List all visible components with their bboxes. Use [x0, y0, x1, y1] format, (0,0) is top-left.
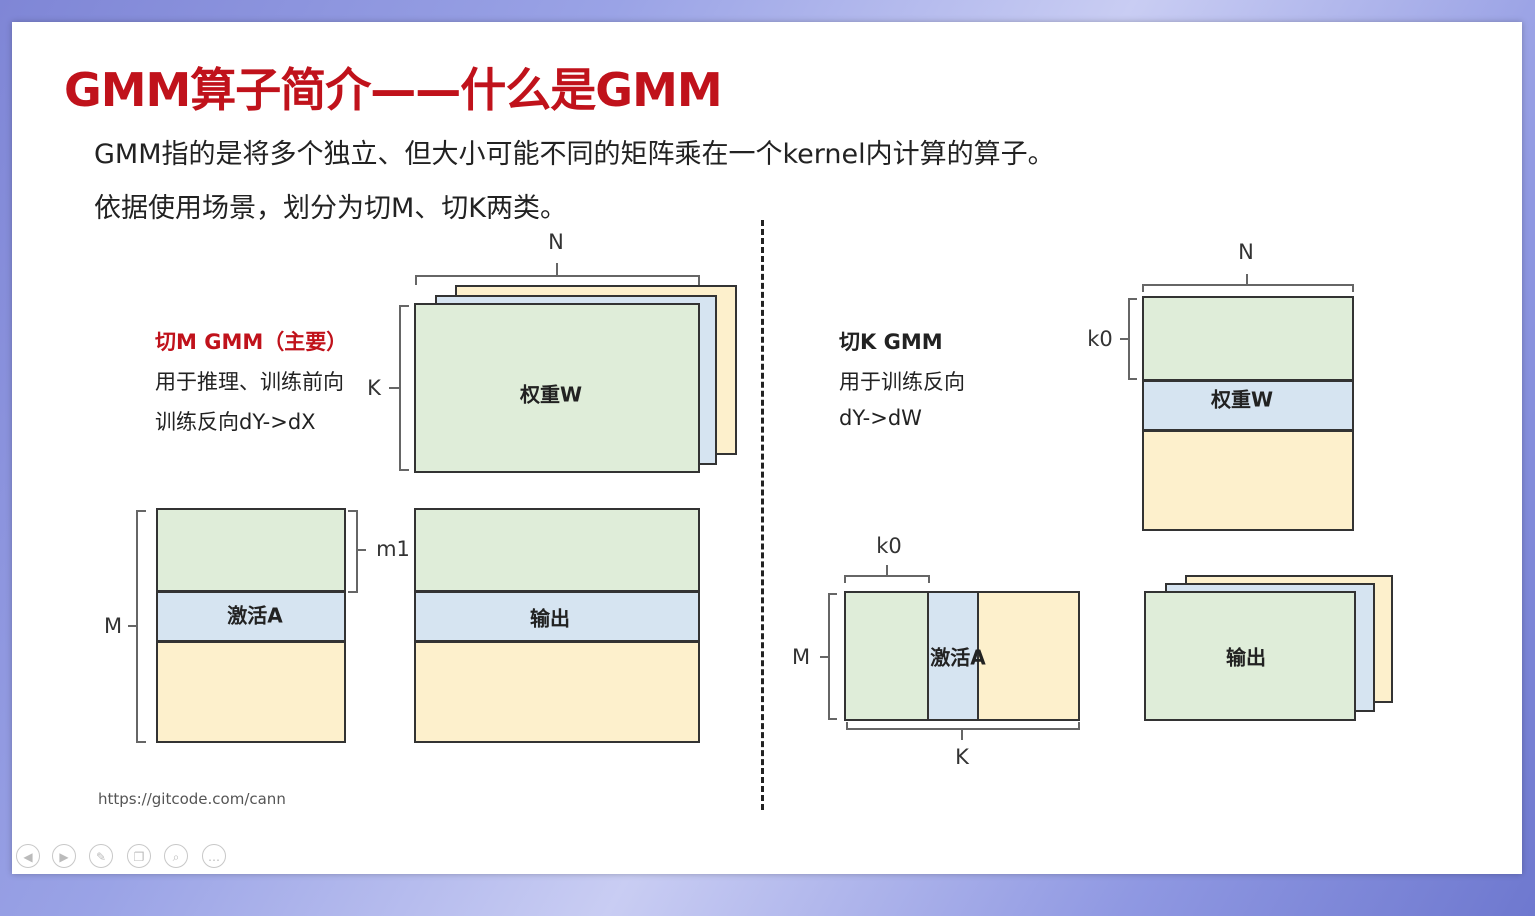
- k0-bracket-vertical-tick: [1120, 338, 1128, 340]
- axis-k0-top-label: k0: [1087, 327, 1113, 351]
- n-bracket-right-tick: [1246, 274, 1248, 284]
- output-block-1: [414, 508, 700, 592]
- activation-label-right: 激活A: [930, 645, 986, 670]
- axis-k-label: K: [367, 376, 381, 400]
- k-bracket-tick: [389, 387, 399, 389]
- weight-block-3-right: [1142, 430, 1354, 531]
- output-label: 输出: [530, 606, 570, 631]
- weight-label-right: 权重W: [1210, 387, 1274, 412]
- slide: GMM算子简介——什么是GMM GMM指的是将多个独立、但大小可能不同的矩阵乘在…: [12, 22, 1522, 874]
- k0-bracket-horizontal-tick: [886, 565, 888, 575]
- m1-bracket-tick: [358, 549, 366, 551]
- pen-icon[interactable]: ✎: [89, 844, 113, 868]
- activation-label: 激活A: [227, 603, 283, 628]
- k-bracket-right: [846, 722, 1080, 730]
- dashed-divider: [761, 220, 764, 810]
- split-m-desc-1: 用于推理、训练前向: [155, 370, 344, 394]
- m-bracket: [136, 510, 146, 743]
- split-k-desc-2: dY->dW: [839, 406, 922, 430]
- output-block-2: [414, 591, 700, 642]
- output-matrix-right: [1144, 591, 1356, 721]
- next-icon[interactable]: ▶: [52, 844, 76, 868]
- split-m-heading: 切M GMM（主要）: [155, 330, 348, 354]
- k-bracket: [399, 305, 409, 471]
- n-bracket: [415, 275, 700, 285]
- slide-title: GMM算子简介——什么是GMM: [64, 63, 723, 117]
- intro-line-1: GMM指的是将多个独立、但大小可能不同的矩阵乘在一个kernel内计算的算子。: [94, 139, 1055, 170]
- k0-bracket-horizontal: [844, 575, 930, 583]
- activation-block-3: [156, 641, 346, 743]
- weight-matrix: [414, 303, 700, 473]
- copy-icon[interactable]: ❐: [127, 844, 151, 868]
- axis-m-label: M: [103, 614, 123, 638]
- intro-line-2: 依据使用场景，划分为切M、切K两类。: [94, 193, 568, 224]
- weight-label: 权重W: [519, 382, 583, 407]
- m1-bracket: [348, 510, 358, 593]
- axis-n-label-right: N: [1238, 240, 1254, 264]
- axis-m1-label: m1: [376, 537, 410, 561]
- output-label-right: 输出: [1226, 645, 1266, 670]
- activation-block-2-right: [927, 591, 979, 721]
- axis-k0-bottom-label: k0: [876, 534, 902, 558]
- activation-block-3-right: [977, 591, 1080, 721]
- n-bracket-tick: [556, 263, 558, 275]
- axis-k-label-right: K: [955, 745, 969, 769]
- more-icon[interactable]: …: [202, 844, 226, 868]
- zoom-icon[interactable]: ⌕: [164, 844, 188, 868]
- m-bracket-tick: [128, 625, 136, 627]
- split-k-heading: 切K GMM: [839, 330, 943, 354]
- split-k-desc-1: 用于训练反向: [839, 370, 965, 394]
- activation-block-1: [156, 508, 346, 592]
- axis-n-label: N: [548, 230, 564, 254]
- m-bracket-right-tick: [820, 656, 828, 658]
- axis-m-label-right: M: [791, 645, 811, 669]
- output-block-3: [414, 641, 700, 743]
- m-bracket-right: [828, 593, 837, 720]
- n-bracket-right: [1142, 284, 1354, 292]
- prev-icon[interactable]: ◀: [16, 844, 40, 868]
- k-bracket-right-tick: [961, 730, 963, 740]
- split-m-desc-2: 训练反向dY->dX: [155, 410, 316, 434]
- weight-block-1-right: [1142, 296, 1354, 381]
- activation-block-1-right: [844, 591, 929, 721]
- footer-url: https://gitcode.com/cann: [98, 790, 286, 808]
- k0-bracket-vertical: [1128, 298, 1137, 380]
